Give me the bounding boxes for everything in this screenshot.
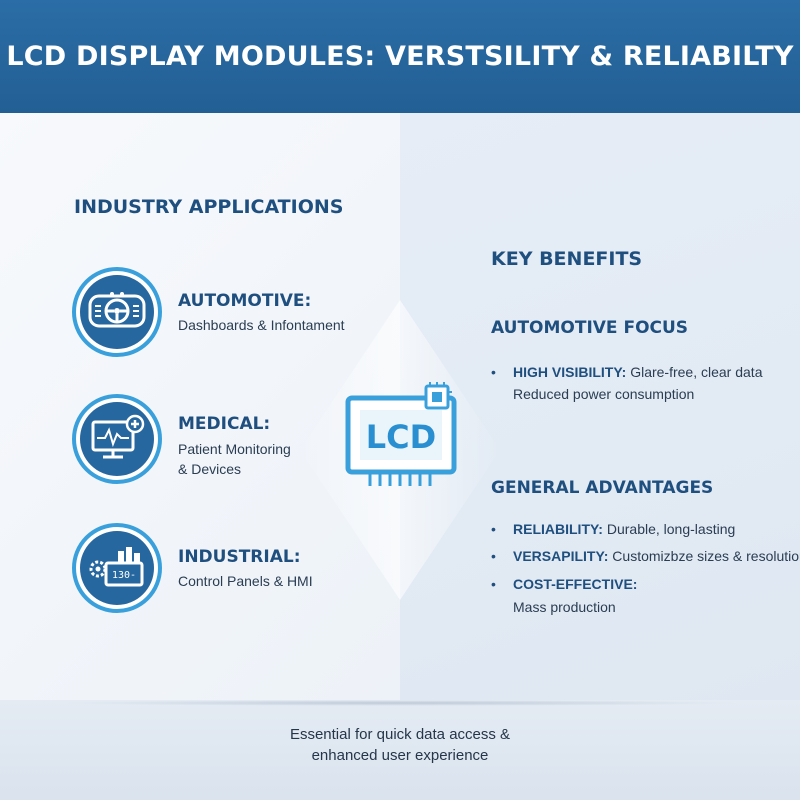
bullet-continuation: Reduced power consumption <box>513 386 695 402</box>
general-advantages-title: GENERAL ADVANTAGES <box>491 478 714 498</box>
industrial-desc: Control Panels & HMI <box>178 573 313 589</box>
page-title: LCD DISPLAY MODULES: VERSTSILITY & RELIA… <box>6 41 794 72</box>
automotive-title: AUTOMOTIVE: <box>178 291 312 311</box>
bullet-label: COST-EFFECTIVE: <box>513 576 638 592</box>
bullet-text: Customizbze sizes & resolutions <box>608 548 800 564</box>
lcd-label: LCD <box>366 418 436 456</box>
footer <box>0 700 800 800</box>
medical-title: MEDICAL: <box>178 414 271 434</box>
bullet-cost-effective: • COST-EFFECTIVE: Mass production <box>491 573 796 617</box>
bullet-dot: • <box>491 521 496 537</box>
header-banner: LCD DISPLAY MODULES: VERSTSILITY & RELIA… <box>0 0 800 113</box>
app-automotive: AUTOMOTIVE: Dashboards & Infontament <box>72 267 402 359</box>
bullet-label: HIGH VISIBILITY: <box>513 364 627 380</box>
industrial-icon-ring: 130- <box>72 523 162 613</box>
footer-divider <box>60 700 740 706</box>
footer-text: Essential for quick data access & enhanc… <box>0 724 800 766</box>
bullet-continuation: Mass production <box>513 599 616 615</box>
bullet-text: Durable, long-lasting <box>602 521 736 537</box>
control-panel-icon: 130- <box>89 547 144 587</box>
bullet-label: RELIABILITY: <box>513 521 603 537</box>
bullet-versatility: • VERSAPILITY: Customizbze sizes & resol… <box>491 545 800 567</box>
industry-applications-title: INDUSTRY APPLICATIONS <box>74 196 344 218</box>
bullet-label: VERSAPILITY: <box>513 548 609 564</box>
automotive-focus-title: AUTOMOTIVE FOCUS <box>491 318 689 338</box>
bullet-dot: • <box>491 576 496 592</box>
medical-desc-line2: & Devices <box>178 461 242 477</box>
app-industrial: 130- INDUSTRIAL: Control Panels & HMI <box>72 523 402 615</box>
medical-desc-line1: Patient Monitoring <box>178 441 291 457</box>
footer-line-2: enhanced user experience <box>311 747 489 764</box>
steering-wheel-icon <box>88 292 146 328</box>
control-panel-readout: 130- <box>112 570 136 581</box>
heart-monitor-icon <box>91 414 145 459</box>
industrial-title: INDUSTRIAL: <box>178 547 301 567</box>
bullet-text: Glare-free, clear data <box>626 364 763 380</box>
bullet-high-visibility: • HIGH VISIBILITY: Glare-free, clear dat… <box>491 361 791 405</box>
app-medical: MEDICAL: Patient Monitoring & Devices <box>72 394 402 486</box>
bullet-reliability: • RELIABILITY: Durable, long-lasting <box>491 518 796 540</box>
automotive-desc: Dashboards & Infontament <box>178 317 345 333</box>
bullet-dot: • <box>491 364 496 380</box>
medical-icon-ring <box>72 394 162 484</box>
lcd-chip-icon: LCD <box>340 382 470 492</box>
bullet-dot: • <box>491 548 496 564</box>
footer-line-1: Essential for quick data access & <box>289 726 511 743</box>
automotive-icon-ring <box>72 267 162 357</box>
key-benefits-title: KEY BENEFITS <box>491 248 643 270</box>
